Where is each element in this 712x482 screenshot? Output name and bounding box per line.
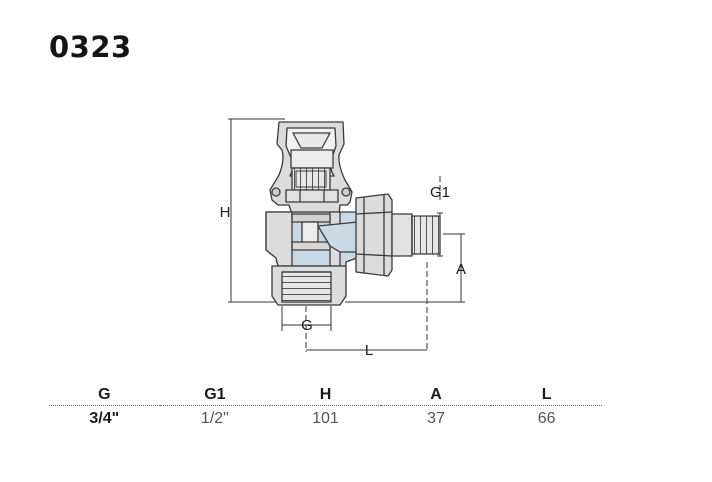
value-g: 3/4" bbox=[89, 410, 120, 427]
header-g: G bbox=[49, 385, 160, 406]
value-h: 101 bbox=[312, 410, 339, 427]
product-code: 0323 bbox=[49, 30, 132, 64]
table-header-row: G G1 H A L bbox=[49, 385, 602, 406]
dim-label-a: A bbox=[456, 261, 466, 278]
dim-label-h: H bbox=[220, 204, 231, 221]
valve-body bbox=[265, 121, 441, 306]
header-h: H bbox=[270, 385, 381, 406]
value-g1: 1/2" bbox=[200, 410, 229, 427]
header-a: A bbox=[380, 385, 492, 406]
value-l: 66 bbox=[537, 410, 556, 427]
header-g1: G1 bbox=[159, 385, 271, 406]
table-row: 3/4" 1/2" 101 37 66 bbox=[49, 406, 602, 433]
dim-label-l: L bbox=[365, 342, 373, 359]
dim-label-g: G bbox=[301, 317, 313, 334]
dimension-table: G G1 H A L 3/4" 1/2" 101 37 66 bbox=[49, 385, 602, 432]
header-l: L bbox=[491, 385, 602, 406]
dim-label-g1: G1 bbox=[430, 184, 450, 201]
value-a: 37 bbox=[427, 410, 445, 427]
